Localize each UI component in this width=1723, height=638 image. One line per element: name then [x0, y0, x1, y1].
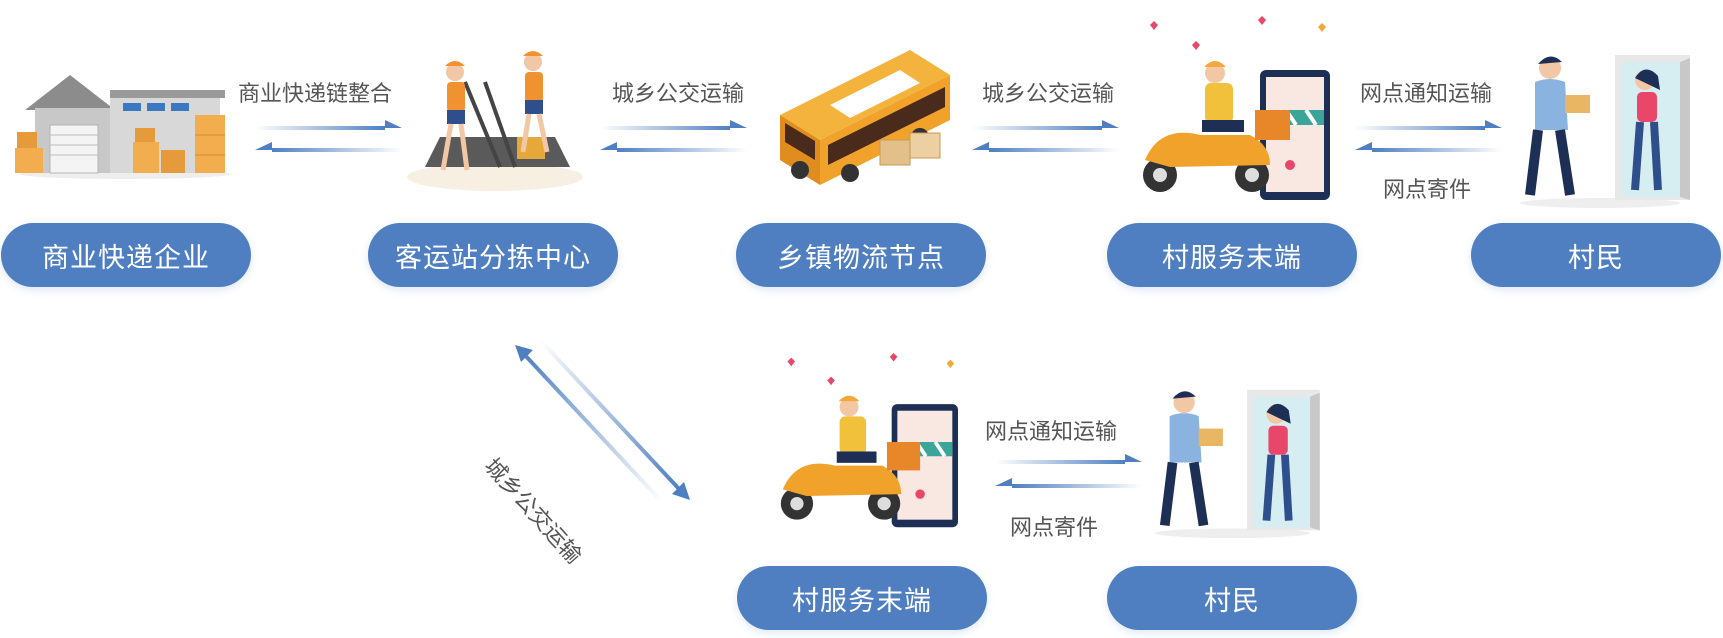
villager-delivery-illustration	[1520, 55, 1690, 208]
warehouse-illustration	[15, 75, 230, 179]
sorting-workers-illustration	[407, 51, 583, 191]
label-sorting-to-township: 城乡公交运输	[612, 82, 745, 107]
node-village-terminal-bottom: 村服务末端	[737, 566, 987, 630]
arrow-pair-express-sorting	[255, 120, 402, 152]
villager-delivery-illustration-bottom	[1155, 389, 1320, 539]
node-villager-bottom: 村民	[1107, 566, 1357, 630]
arrow-pair-sorting-township	[600, 120, 747, 152]
scooter-courier-illustration	[1143, 16, 1330, 200]
label-villager-send: 网点寄件	[1383, 178, 1472, 203]
node-sorting-center: 客运站分拣中心	[368, 223, 618, 287]
bus-illustration	[780, 50, 950, 185]
node-villager-top: 村民	[1471, 223, 1721, 287]
arrow-pair-diagonal	[515, 338, 690, 504]
arrow-pair-village-villager	[1355, 120, 1502, 152]
arrow-pair-township-village	[972, 120, 1119, 152]
label-villager-send-bottom: 网点寄件	[1010, 516, 1099, 541]
arrow-pair-village-villager-bottom	[995, 454, 1142, 488]
node-express-company: 商业快递企业	[1, 223, 251, 287]
scooter-courier-illustration-bottom	[780, 352, 958, 528]
label-village-notify-bottom: 网点通知运输	[985, 420, 1118, 445]
node-village-terminal-top: 村服务末端	[1107, 223, 1357, 287]
label-village-notify: 网点通知运输	[1360, 82, 1493, 107]
label-express-to-sorting: 商业快递链整合	[238, 82, 393, 107]
label-township-to-village: 城乡公交运输	[982, 82, 1115, 107]
node-township-logistics: 乡镇物流节点	[736, 223, 986, 287]
